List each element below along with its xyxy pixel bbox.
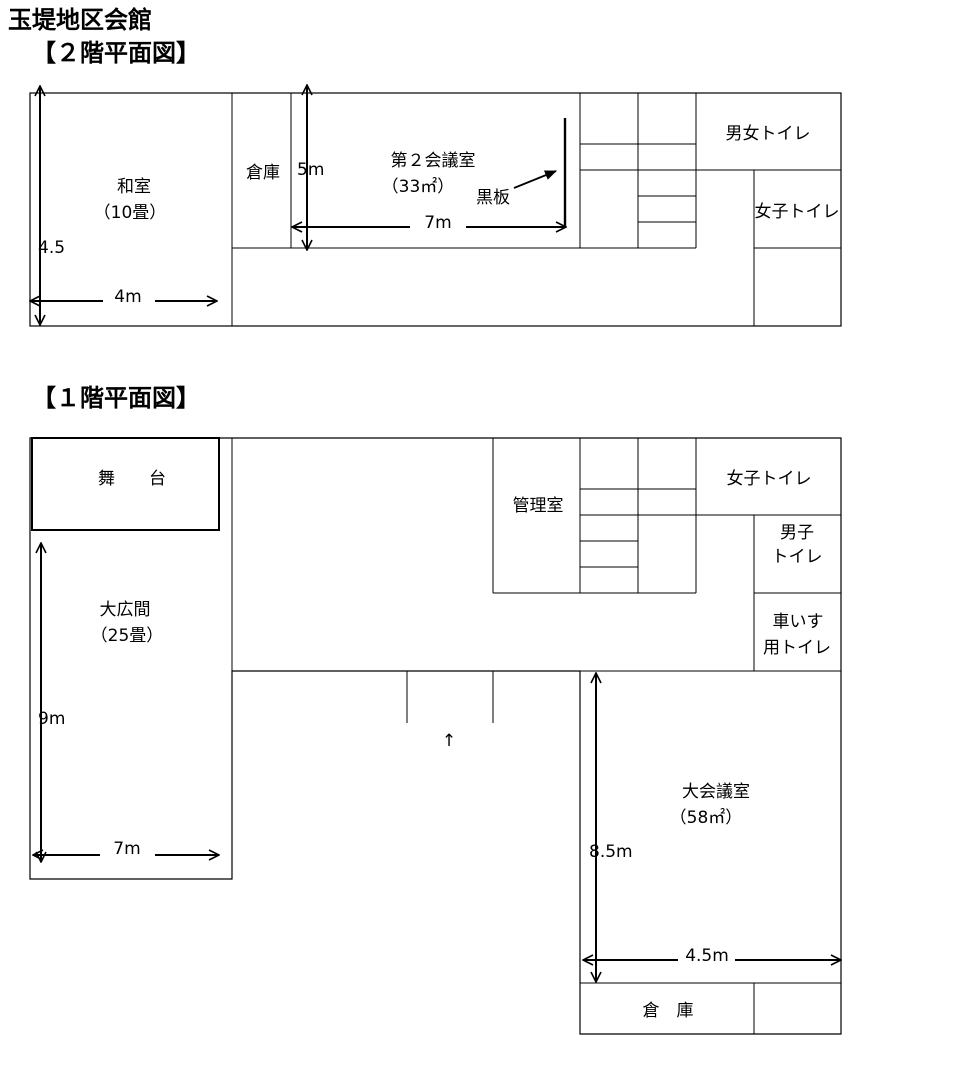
toilet-wheelchair-label: 用トイレ	[763, 638, 831, 658]
toilet-men-1f: 男子	[780, 523, 814, 543]
toilet-unisex-2f: 男女トイレ	[726, 124, 811, 144]
dim-meeting-width: 4.5m	[685, 946, 729, 966]
room-washitsu: 和室	[117, 177, 151, 197]
stage-box	[31, 437, 220, 531]
toilet-women-1f: 女子トイレ	[727, 469, 812, 489]
room-meeting2: 第２会議室	[391, 151, 476, 171]
dim-hall-width: 7m	[113, 839, 140, 859]
room-meeting-large: 大会議室	[682, 782, 750, 802]
floor2-plan: 和室 （10畳） 倉庫 第２会議室 （33㎡） 黒板 男女トイレ 女子トイレ 4…	[29, 85, 842, 327]
floor2-outline	[29, 92, 842, 327]
floor1-heading: 【１階平面図】	[32, 384, 200, 412]
dim-washitsu-width: 4m	[114, 287, 141, 307]
dim-hall-height: 9m	[38, 709, 65, 729]
blackboard-pointer-arrow	[513, 170, 557, 189]
toilet-men-1f-label: トイレ	[772, 547, 823, 567]
entrance-arrow-icon: ↑	[442, 731, 456, 751]
floor2-heading: 【２階平面図】	[32, 39, 200, 67]
dim-meeting2-height: 5m	[297, 160, 324, 180]
room-office: 管理室	[513, 496, 564, 516]
room-meeting2-area: （33㎡）	[382, 177, 455, 197]
dim-meeting2-width: 7m	[424, 213, 451, 233]
room-meeting-large-area: （58㎡）	[670, 808, 743, 828]
dim-meeting-height: 8.5m	[589, 842, 633, 862]
toilet-wheelchair: 車いす	[773, 612, 824, 632]
room-hall-size: （25畳）	[91, 626, 164, 646]
floor1-outline	[29, 437, 842, 1035]
room-storage-2f: 倉庫	[246, 163, 280, 183]
room-stage: 舞 台	[98, 469, 166, 489]
room-hall: 大広間	[100, 600, 151, 620]
floor1-plan: 舞 台 大広間 （25畳） 管理室 女子トイレ 男子 トイレ 車いす 用トイレ …	[29, 437, 842, 1035]
toilet-women-2f: 女子トイレ	[755, 202, 840, 222]
building-name: 玉堤地区会館	[8, 6, 152, 34]
room-washitsu-size: （10畳）	[94, 203, 167, 223]
blackboard-label: 黒板	[476, 188, 510, 208]
room-storage-1f: 倉 庫	[643, 1001, 694, 1021]
dim-washitsu-height: 4.5	[38, 238, 65, 258]
